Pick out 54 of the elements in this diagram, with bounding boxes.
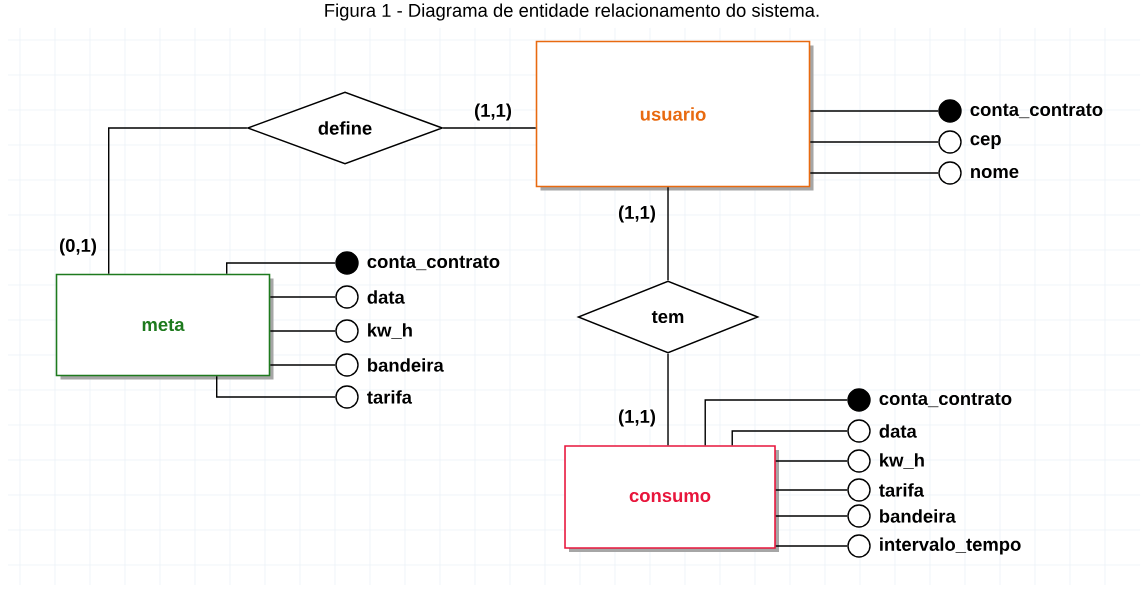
connector-line bbox=[775, 460, 848, 462]
connector-line bbox=[809, 172, 939, 174]
attribute-circle bbox=[847, 449, 871, 473]
connector-line bbox=[731, 430, 848, 446]
connector-line bbox=[667, 186, 669, 281]
attribute-circle bbox=[335, 319, 359, 343]
cardinality-label: (1,1) bbox=[616, 407, 658, 429]
attribute-circle bbox=[938, 99, 962, 123]
attribute-circle bbox=[938, 130, 962, 154]
attribute-name: bandeira bbox=[368, 358, 444, 372]
attribute-name: nome bbox=[971, 167, 1019, 179]
attribute-name: kw_h bbox=[368, 323, 412, 339]
connector-line bbox=[667, 353, 669, 446]
attribute-circle bbox=[847, 534, 871, 558]
connector-line bbox=[704, 399, 848, 446]
attribute-name: tarifa bbox=[879, 483, 925, 497]
attribute-name: intervalo_tempo bbox=[880, 537, 1021, 555]
connector-line bbox=[775, 489, 848, 491]
attribute-name: tarifa bbox=[367, 390, 413, 404]
attribute-name: cep bbox=[970, 135, 1001, 149]
entity-box: meta bbox=[55, 273, 274, 380]
connector-line bbox=[442, 127, 537, 129]
connector-line bbox=[269, 364, 336, 366]
attribute-circle bbox=[847, 504, 871, 528]
attribute-circle bbox=[335, 251, 359, 275]
connector-line bbox=[809, 110, 939, 112]
entity-box: usuario bbox=[535, 40, 814, 191]
attribute-circle bbox=[335, 285, 359, 309]
attribute-circle bbox=[847, 419, 871, 443]
attribute-circle bbox=[847, 478, 871, 502]
attribute-name: conta_contrato bbox=[879, 392, 1012, 408]
attribute-circle bbox=[847, 388, 871, 412]
connector-line bbox=[269, 296, 336, 298]
attribute-circle bbox=[938, 161, 962, 185]
attribute-name: data bbox=[879, 424, 917, 438]
cardinality-label: (1,1) bbox=[616, 203, 658, 225]
figure-title: Figura 1 - Diagrama de entidade relacionamento do sistema. bbox=[325, 3, 819, 21]
attribute-circle bbox=[335, 385, 359, 409]
connector-line bbox=[216, 375, 336, 398]
connector-line bbox=[108, 127, 248, 275]
attribute-circle bbox=[335, 353, 359, 377]
connector-line bbox=[269, 330, 336, 332]
cardinality-label: (0,1) bbox=[57, 236, 99, 258]
attribute-name: bandeira bbox=[880, 509, 956, 523]
connector-line bbox=[775, 545, 848, 547]
attribute-name: conta_contrato bbox=[970, 103, 1103, 119]
connector-line bbox=[809, 141, 939, 143]
connector-line bbox=[226, 262, 336, 275]
cardinality-label: (1,1) bbox=[472, 101, 514, 123]
attribute-name: kw_h bbox=[880, 453, 924, 469]
connector-line bbox=[775, 515, 848, 517]
attribute-name: data bbox=[367, 290, 405, 304]
entity-box: consumo bbox=[564, 445, 779, 552]
attribute-name: conta_contrato bbox=[367, 255, 500, 271]
